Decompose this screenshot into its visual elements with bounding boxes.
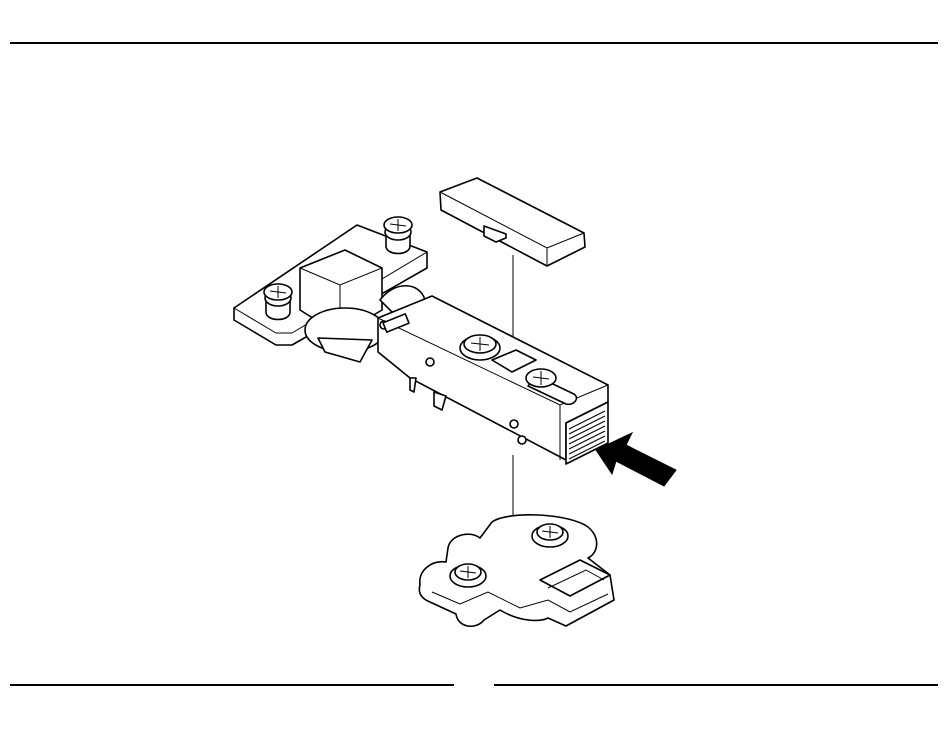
arm-screw-rear-icon bbox=[526, 369, 556, 387]
plate-screw-right-icon bbox=[532, 524, 568, 547]
cover-cap-icon bbox=[440, 178, 585, 266]
arm-screw-front-icon bbox=[460, 335, 500, 360]
cup-screw-left-icon bbox=[264, 284, 292, 320]
cup-screw-right-icon bbox=[384, 217, 412, 254]
plate-screw-left-icon bbox=[450, 564, 486, 587]
mounting-plate-icon bbox=[419, 515, 614, 626]
